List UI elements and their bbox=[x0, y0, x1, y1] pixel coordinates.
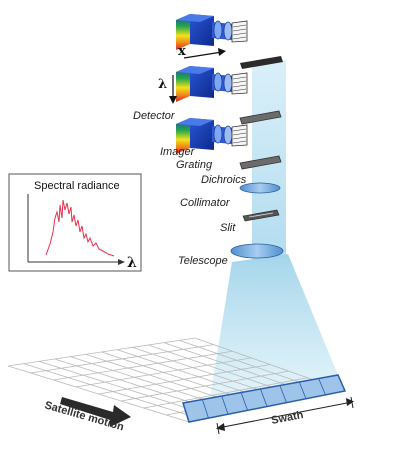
field-of-view-cone bbox=[210, 254, 338, 398]
spectrum-face bbox=[176, 66, 190, 102]
detector-box bbox=[190, 14, 214, 46]
label-dichroics: Dichroics bbox=[201, 174, 247, 186]
detector-box-top bbox=[176, 118, 214, 126]
label-imager: Imager bbox=[160, 146, 196, 158]
detector-box-top bbox=[176, 66, 214, 74]
swath-cell-line bbox=[260, 388, 268, 407]
detector-plate bbox=[240, 56, 283, 69]
satellite-motion-arrow bbox=[60, 397, 131, 427]
swath-label: Swath bbox=[270, 409, 304, 427]
lens-ring bbox=[223, 21, 233, 41]
x-axis-arrow bbox=[183, 51, 223, 59]
label-detector: Detector bbox=[133, 110, 176, 122]
imaging-module bbox=[176, 118, 248, 154]
swath-cell-line bbox=[221, 395, 229, 415]
grating-stack bbox=[231, 72, 248, 95]
spectrum-curve bbox=[45, 199, 115, 257]
grating-stack bbox=[231, 20, 248, 43]
dichroic-plate-1 bbox=[239, 110, 282, 125]
lens-ring bbox=[213, 20, 223, 40]
label-grating: Grating bbox=[176, 159, 213, 171]
detector-box-top bbox=[176, 14, 214, 22]
spectral-radiance-inset: Spectral radiance λ bbox=[8, 173, 142, 272]
lens-ring bbox=[213, 124, 223, 144]
detector-box bbox=[190, 118, 214, 150]
swath-cell-line bbox=[298, 381, 307, 399]
grating-stack bbox=[231, 124, 248, 147]
swath-cell-line bbox=[318, 378, 326, 396]
telescope-lens bbox=[230, 243, 284, 259]
label-telescope: Telescope bbox=[178, 255, 228, 267]
label-collimator: Collimator bbox=[180, 197, 231, 209]
swath-cell-line bbox=[279, 385, 287, 403]
inset-title: Spectral radiance bbox=[34, 180, 120, 192]
spectrum-face bbox=[176, 14, 190, 50]
grid-line bbox=[23, 363, 203, 420]
imaging-module bbox=[176, 14, 248, 50]
lambda-axis-label: λ bbox=[158, 77, 167, 92]
spectrum-face bbox=[176, 118, 190, 154]
lens-ring bbox=[223, 73, 233, 93]
detector-box bbox=[190, 66, 214, 98]
grid-line bbox=[7, 365, 190, 423]
swath-arrow bbox=[216, 396, 354, 435]
collimator-lens bbox=[239, 182, 281, 194]
lens-ring bbox=[223, 125, 233, 145]
slit-plate bbox=[242, 209, 280, 222]
swath-cell-line bbox=[201, 399, 209, 419]
lens-ring bbox=[213, 72, 223, 92]
x-axis-label: x bbox=[178, 44, 186, 59]
swath-cell-line bbox=[240, 392, 248, 411]
imaging-module bbox=[176, 66, 248, 102]
label-slit: Slit bbox=[220, 222, 236, 234]
dichroic-plate-2 bbox=[239, 155, 282, 170]
inset-lambda: λ bbox=[127, 255, 137, 271]
